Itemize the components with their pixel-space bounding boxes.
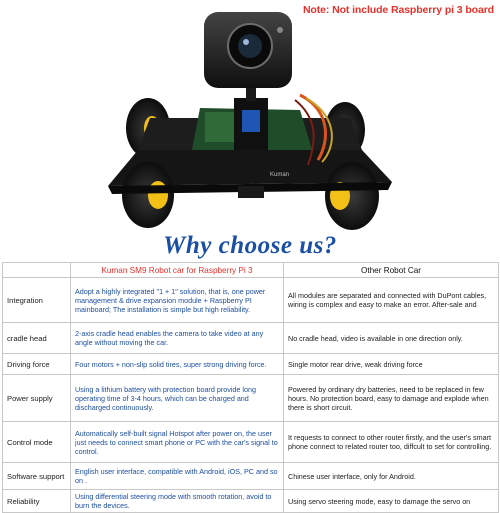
row-label: Control mode [2, 421, 71, 463]
header-other: Other Robot Car [283, 262, 499, 278]
kuman-cell: Using differential steering mode with sm… [70, 489, 284, 513]
table-row: Reliability Using differential steering … [2, 489, 499, 513]
other-cell: No cradle head, video is available in on… [283, 322, 499, 354]
robot-car-photo: Kuman [0, 0, 500, 232]
kuman-cell: Automatically self-built signal Hotspot … [70, 421, 284, 463]
other-cell: Chinese user interface, only for Android… [283, 462, 499, 490]
table-row: Control mode Automatically self-built si… [2, 421, 499, 463]
other-cell: Single motor rear drive, weak driving fo… [283, 353, 499, 375]
kuman-cell: Adopt a highly integrated "1 + 1" soluti… [70, 277, 284, 323]
other-cell: Powered by ordinary dry batteries, need … [283, 374, 499, 422]
kuman-cell: Four motors + non-slip solid tires, supe… [70, 353, 284, 375]
row-label: Power supply [2, 374, 71, 422]
note-text: Note: Not include Raspberry pi 3 board [302, 4, 494, 16]
table-row: Integration Adopt a highly integrated "1… [2, 277, 499, 323]
board-caption: Kuman [270, 172, 289, 178]
row-label: Software support [2, 462, 71, 490]
row-label: Driving force [2, 353, 71, 375]
other-cell: Using servo steering mode, easy to damag… [283, 489, 499, 513]
row-label: cradle head [2, 322, 71, 354]
header-empty-cell [2, 262, 71, 278]
table-header-row: Kuman SM9 Robot car for Raspberry Pi 3 O… [2, 262, 499, 278]
table-row: Power supply Using a lithium battery wit… [2, 374, 499, 422]
other-cell: It requests to connect to other router f… [283, 421, 499, 463]
webcam [204, 12, 292, 88]
header-kuman: Kuman SM9 Robot car for Raspberry Pi 3 [70, 262, 284, 278]
kuman-cell: English user interface, compatible with … [70, 462, 284, 490]
front-right-wheel [325, 162, 379, 230]
kuman-cell: 2-axis cradle head enables the camera to… [70, 322, 284, 354]
table-row: cradle head 2-axis cradle head enables t… [2, 322, 499, 354]
other-cell: All modules are separated and connected … [283, 277, 499, 323]
headline: Why choose us? [163, 232, 337, 259]
front-left-wheel [122, 162, 174, 228]
comparison-table: Kuman SM9 Robot car for Raspberry Pi 3 O… [2, 262, 499, 513]
chassis-board [108, 150, 392, 186]
table-row: Driving force Four motors + non-slip sol… [2, 353, 499, 375]
kuman-cell: Using a lithium battery with protection … [70, 374, 284, 422]
row-label: Integration [2, 277, 71, 323]
robot-car-illustration: Kuman [108, 12, 392, 230]
row-label: Reliability [2, 489, 71, 513]
table-row: Software support English user interface,… [2, 462, 499, 490]
